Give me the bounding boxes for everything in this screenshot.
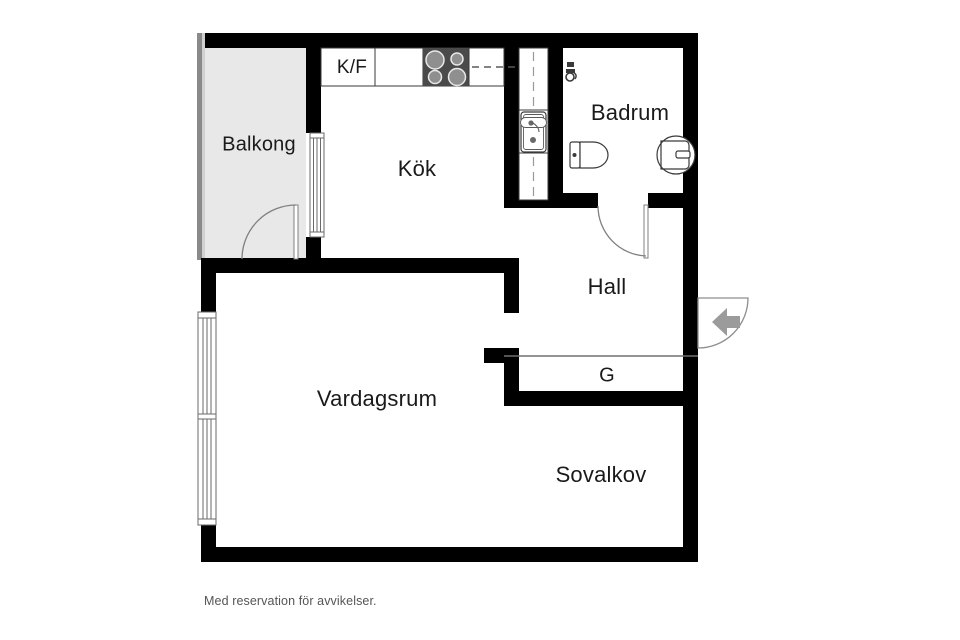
- room-label-hall: Hall: [587, 274, 627, 299]
- wall-closet-bottom: [504, 391, 698, 406]
- kitchen-sink-drain-lower: [530, 137, 536, 143]
- wall-living-jamb: [484, 258, 519, 273]
- wall-living-top: [291, 258, 519, 273]
- stove-burner-large-1: [425, 50, 445, 70]
- balcony-door[interactable]: [241, 204, 299, 260]
- stove-burner-small-1: [450, 52, 464, 66]
- wall-outer-left-balcony: [197, 33, 202, 260]
- walls-group: [197, 33, 698, 562]
- wall-living-jamb-2: [484, 348, 519, 363]
- room-label-kok: Kök: [397, 156, 437, 181]
- bathroom-door-leaf: [643, 204, 649, 259]
- disclaimer-text: Med reservation för avvikelser.: [204, 594, 377, 608]
- wall-hall-right-upper: [683, 208, 698, 298]
- bathroom-door-arc: [597, 205, 647, 257]
- wall-outer-bottom: [201, 547, 698, 562]
- counter-cell-1: [374, 47, 424, 87]
- room-label-kf: K/F: [336, 57, 368, 78]
- bathroom-door[interactable]: [597, 204, 649, 259]
- wall-bathroom-bottom-left: [548, 193, 598, 208]
- bathroom-fixtures-group: [565, 62, 696, 175]
- fridge-freezer-cabinet: [320, 47, 376, 87]
- wall-outer-top: [201, 33, 698, 48]
- room-label-sovalkov: Sovalkov: [555, 462, 647, 487]
- wall-bathroom-bottom-right: [648, 193, 698, 208]
- toilet: [569, 141, 609, 169]
- openings-group: [197, 132, 749, 526]
- wall-outer-left-balcony-inner: [202, 33, 205, 260]
- wall-bathroom-left: [548, 48, 563, 208]
- washbasin: [656, 135, 696, 175]
- wall-kitchen-hall: [504, 48, 519, 200]
- kitchen-sink-faucet: [530, 121, 540, 133]
- kitchen-sink-drain-upper: [528, 120, 534, 126]
- kitchen-counter-group: [320, 47, 516, 87]
- wall-balcony-kitchen-lower: [306, 237, 321, 273]
- stove-burner-small-2: [427, 69, 443, 85]
- entrance-direction-arrow: [712, 308, 740, 336]
- balcony-door-leaf: [293, 204, 299, 260]
- shower-mixer: [565, 62, 577, 82]
- balcony-glass-door[interactable]: [309, 132, 325, 238]
- room-label-g: G: [599, 364, 615, 387]
- room-label-balkong: Balkong: [222, 133, 296, 156]
- living-room-window[interactable]: [197, 311, 217, 526]
- entrance-door[interactable]: [697, 297, 749, 349]
- sink-column-group: [518, 47, 549, 201]
- room-label-badrum: Badrum: [590, 100, 670, 125]
- balcony-door-arc: [241, 204, 297, 260]
- room-label-vardagsrum: Vardagsrum: [316, 386, 438, 411]
- wall-balcony-kitchen-upper: [306, 33, 321, 133]
- stove-burner-large-2: [447, 67, 467, 87]
